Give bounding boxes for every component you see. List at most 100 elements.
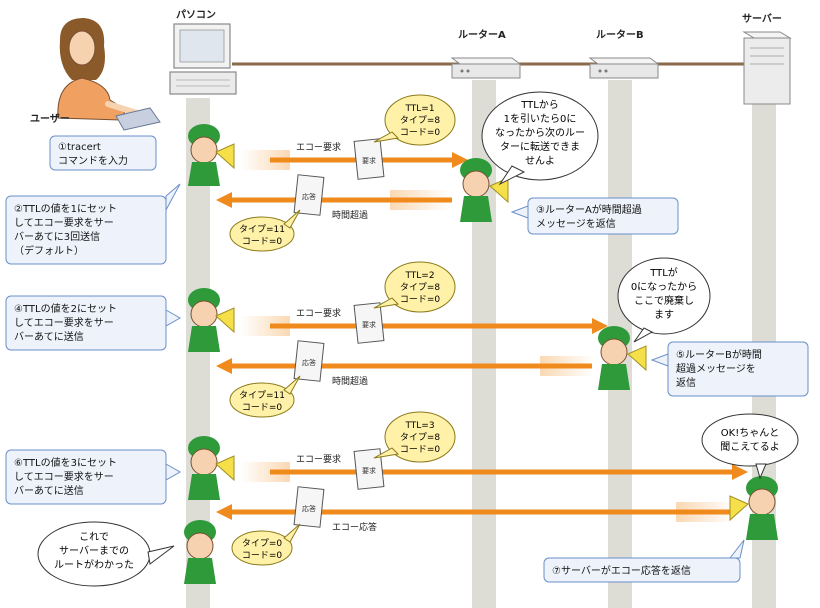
label-echo-request-2: エコー要求 (296, 307, 341, 319)
server-label: サーバー (742, 13, 782, 25)
svg-text:ここで廃棄し: ここで廃棄し (634, 294, 694, 307)
svg-text:ターに転送できま: ターに転送できま (500, 140, 580, 153)
svg-text:応答: 応答 (302, 358, 316, 367)
user-label: ユーザー (30, 113, 70, 125)
callout-step-6: ⑥TTLの値を3にセット してエコー要求をサー バーあてに送信 (5, 449, 182, 505)
svg-text:タイプ=11: タイプ=11 (239, 390, 285, 401)
svg-text:コード=0: コード=0 (400, 445, 441, 455)
mascot-pc-3 (188, 436, 235, 500)
round-3: エコー要求 要求 TTL=3 タイプ=8 コード=0 エコー応答 応答 タイプ=… (216, 411, 748, 566)
packet-bubble-r1-reply: タイプ=11 コード=0 (229, 209, 301, 252)
callout-step-2: ②TTLの値を1にセット してエコー要求をサー バーあてに3回送信 （デフォルト… (5, 183, 181, 265)
callout-step-5: ⑤ルーターBが時間 超過メッセージを 返信 (650, 341, 809, 397)
arrow-echo-request-2 (270, 318, 608, 334)
paper-reply-3: 応答 (293, 486, 325, 528)
signal-waves (240, 150, 290, 170)
svg-text:サーバーまでの: サーバーまでの (59, 545, 129, 557)
svg-text:バーあてに3回送信: バーあてに3回送信 (14, 230, 100, 243)
svg-text:メッセージを返信: メッセージを返信 (536, 218, 616, 230)
arrow-time-exceeded-1 (216, 192, 452, 208)
svg-text:コード=0: コード=0 (242, 403, 283, 413)
callout-step-1: ①tracert コマンドを入力 (49, 135, 157, 171)
user-person-icon (57, 18, 161, 131)
svg-text:コード=0: コード=0 (242, 551, 283, 561)
svg-text:してエコー要求をサー: してエコー要求をサー (14, 217, 114, 229)
svg-text:してエコー要求をサー: してエコー要求をサー (14, 471, 114, 483)
router-b-icon (588, 57, 660, 79)
mascot-pc-1 (188, 124, 235, 186)
svg-text:超過メッセージを: 超過メッセージを (676, 362, 756, 375)
svg-text:①tracert: ①tracert (58, 142, 101, 153)
svg-text:1を引いたら0に: 1を引いたら0に (504, 113, 577, 125)
svg-text:ます: ます (654, 309, 674, 321)
svg-text:聞こえてるよ: 聞こえてるよ (720, 441, 780, 453)
svg-text:TTL=1: TTL=1 (404, 104, 434, 114)
svg-text:要求: 要求 (362, 320, 376, 329)
pc-computer-icon (169, 23, 237, 95)
svg-text:②TTLの値を1にセット: ②TTLの値を1にセット (14, 202, 117, 215)
packet-bubble-r1-request: TTL=1 タイプ=8 コード=0 (373, 94, 456, 146)
paper-request-2: 要求 (353, 302, 385, 344)
paper-request-1: 要求 (353, 138, 385, 180)
svg-text:タイプ=11: タイプ=11 (239, 224, 285, 235)
svg-text:TTL=2: TTL=2 (404, 271, 434, 281)
svg-text:コード=0: コード=0 (400, 128, 441, 138)
label-time-exceeded-1: 時間超過 (332, 209, 368, 221)
round-2: エコー要求 要求 TTL=2 タイプ=8 コード=0 時間超過 応答 タイプ=1… (216, 261, 608, 418)
mascot-router-b (598, 326, 647, 390)
svg-text:TTLから: TTLから (520, 99, 559, 111)
svg-text:応答: 応答 (302, 192, 316, 201)
pc-label: パソコン (176, 9, 216, 21)
svg-text:これで: これで (79, 531, 109, 543)
svg-text:ルートがわかった: ルートがわかった (54, 558, 134, 571)
label-time-exceeded-2: 時間超過 (332, 375, 368, 387)
packet-bubble-r2-reply: タイプ=11 コード=0 (229, 375, 301, 418)
round-1: エコー要求 要求 TTL=1 タイプ=8 コード=0 時間超過 応答 タイプ=1… (216, 94, 468, 252)
signal-waves (240, 462, 290, 482)
mascot-pc-happy (184, 520, 216, 584)
svg-text:0になったから: 0になったから (631, 281, 697, 293)
paper-reply-1: 応答 (293, 174, 325, 216)
svg-text:③ルーターAが時間超過: ③ルーターAが時間超過 (536, 203, 642, 216)
svg-text:コード=0: コード=0 (400, 295, 441, 305)
speech-pc: これで サーバーまでの ルートがわかった (37, 521, 175, 587)
packet-bubble-r2-request: TTL=2 タイプ=8 コード=0 (373, 261, 456, 313)
svg-text:なったから次のルー: なったから次のルー (495, 126, 585, 139)
callout-step-4: ④TTLの値を2にセット してエコー要求をサー バーあてに送信 (5, 295, 182, 351)
speech-server: OK!ちゃんと 聞こえてるよ (701, 413, 799, 480)
svg-text:④TTLの値を2にセット: ④TTLの値を2にセット (14, 302, 117, 315)
svg-text:TTLが: TTLが (649, 266, 678, 279)
arrow-time-exceeded-2 (216, 358, 592, 374)
paper-reply-2: 応答 (293, 340, 325, 382)
svg-text:要求: 要求 (362, 156, 376, 165)
arrow-echo-request-3 (270, 464, 748, 480)
router-b-label: ルーターB (596, 29, 644, 41)
packet-bubble-r3-reply: タイプ=0 コード=0 (231, 523, 301, 566)
mascot-pc-2 (188, 288, 235, 352)
svg-text:タイプ=8: タイプ=8 (400, 432, 441, 443)
svg-text:⑦サーバーがエコー応答を返信: ⑦サーバーがエコー応答を返信 (552, 564, 691, 577)
svg-text:要求: 要求 (362, 466, 376, 475)
svg-text:タイプ=0: タイプ=0 (242, 538, 283, 549)
svg-text:コード=0: コード=0 (242, 237, 283, 247)
label-echo-reply-3: エコー応答 (332, 521, 377, 533)
callout-step-3: ③ルーターAが時間超過 メッセージを返信 (510, 197, 679, 235)
svg-text:OK!ちゃんと: OK!ちゃんと (721, 427, 779, 439)
speech-router-a: TTLから 1を引いたら0に なったから次のルー ターに転送できま せんよ (481, 91, 599, 186)
svg-text:せんよ: せんよ (525, 155, 555, 167)
svg-text:バーあてに送信: バーあてに送信 (14, 484, 84, 497)
svg-text:⑥TTLの値を3にセット: ⑥TTLの値を3にセット (14, 456, 117, 469)
label-echo-request-1: エコー要求 (296, 141, 341, 153)
router-a-label: ルーターA (458, 29, 506, 41)
paper-request-3: 要求 (353, 448, 385, 490)
server-tower-icon (742, 31, 792, 105)
signal-waves (240, 316, 290, 336)
svg-text:⑤ルーターBが時間: ⑤ルーターBが時間 (676, 348, 762, 361)
svg-text:TTL=3: TTL=3 (404, 421, 434, 431)
speech-router-b: TTLが 0になったから ここで廃棄し ます (617, 257, 711, 343)
packet-bubble-r3-request: TTL=3 タイプ=8 コード=0 (373, 411, 456, 463)
mascot-router-a (460, 158, 509, 222)
router-a-icon (450, 57, 522, 79)
svg-text:コマンドを入力: コマンドを入力 (58, 154, 128, 167)
